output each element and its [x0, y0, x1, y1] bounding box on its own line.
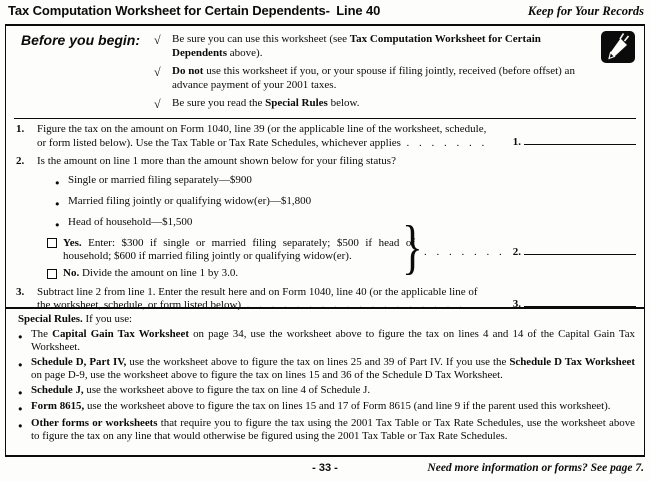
yes-checkbox[interactable] — [47, 238, 57, 248]
checklist-item: √ Do not use this worksheet if you, or y… — [154, 65, 584, 92]
line3-entry-label: 3. — [512, 298, 521, 310]
line3-entry: 3. — [513, 296, 636, 313]
yes-no-block: Yes. Enter: $300 if single or married fi… — [47, 237, 447, 281]
filing-status-text: Married filing jointly or qualifying wid… — [68, 195, 312, 207]
before-you-begin-section: Before you begin: √ Be sure you can use … — [6, 26, 644, 118]
computation-lines-section: 1. Figure the tax on the amount on Form … — [6, 120, 644, 311]
special-rule-item: ● Form 8615, use the worksheet above to … — [18, 400, 635, 415]
special-rules-divider — [6, 307, 644, 309]
filing-status-option: ● Single or married filing separately—$9… — [55, 174, 636, 190]
special-rule-text: Form 8615, use the worksheet above to fi… — [31, 400, 611, 413]
special-rule-text: Schedule D, Part IV, use the worksheet a… — [31, 355, 635, 381]
line3-entry-field[interactable] — [524, 296, 636, 307]
line2-entry-label: 2. — [512, 246, 521, 258]
bullet-icon: ● — [18, 404, 23, 414]
checklist-item: √ Be sure you can use this worksheet (se… — [154, 33, 584, 60]
bullet-icon: ● — [55, 220, 60, 229]
line1-number: 1. — [16, 123, 25, 135]
bullet-icon: ● — [18, 359, 23, 369]
checkmark-icon: √ — [154, 64, 161, 79]
more-info-note: Need more information or forms? See page… — [427, 462, 644, 474]
line2-question: Is the amount on line 1 more than the am… — [37, 155, 396, 167]
bullet-icon: ● — [55, 199, 60, 208]
special-rule-item: ● Schedule J, use the worksheet above to… — [18, 384, 635, 399]
special-rule-text: Other forms or worksheets that require y… — [31, 416, 635, 443]
page-title: Tax Computation Worksheet for Certain De… — [8, 3, 381, 18]
checklist-item-text: Be sure you can use this worksheet (see … — [172, 33, 541, 59]
checklist-item-text: Do not use this worksheet if you, or you… — [172, 65, 575, 91]
filing-status-option: ● Married filing jointly or qualifying w… — [55, 195, 636, 211]
special-rules-heading: Special Rules. If you use: — [18, 313, 133, 325]
filing-status-option: ● Head of household—$1,500 — [55, 216, 636, 232]
filing-status-text: Single or married filing separately—$900 — [68, 174, 252, 186]
yes-option-row: Yes. Enter: $300 if single or married fi… — [47, 237, 447, 264]
checkmark-icon: √ — [154, 32, 161, 47]
line2-entry: . . . . . . . . 2. — [411, 244, 636, 260]
before-you-begin-label: Before you begin: — [21, 32, 141, 48]
line2-row: 2. Is the amount on line 1 more than the… — [16, 155, 636, 281]
bullet-icon: ● — [18, 331, 23, 341]
leader-dots: . . . . . . . . — [411, 246, 503, 258]
yes-option-text: Yes. Enter: $300 if single or married fi… — [63, 236, 415, 263]
special-rule-item: ● The Capital Gain Tax Worksheet on page… — [18, 328, 635, 354]
filing-status-text: Head of household—$1,500 — [68, 216, 193, 228]
special-rule-text: Schedule J, use the worksheet above to f… — [31, 383, 371, 396]
page-number: - 33 - — [312, 462, 338, 474]
page-footer: - 33 - Need more information or forms? S… — [5, 462, 645, 478]
line3-number: 3. — [16, 285, 25, 298]
leader-dots: . . . . . . . — [406, 136, 486, 149]
worksheet-box: Before you begin: √ Be sure you can use … — [5, 24, 645, 457]
line2-entry-field[interactable] — [524, 244, 636, 255]
special-rule-text: The Capital Gain Tax Worksheet on page 3… — [31, 327, 636, 353]
pencil-icon — [601, 31, 635, 63]
line2-number: 2. — [16, 155, 25, 167]
checkmark-icon: √ — [154, 96, 161, 111]
line1-text: Figure the tax on the amount on Form 104… — [37, 123, 490, 150]
bullet-icon: ● — [18, 420, 23, 430]
checklist-item: √ Be sure you read the Special Rules bel… — [154, 97, 584, 111]
line1-entry: 1. — [513, 134, 636, 151]
line1-row: 1. Figure the tax on the amount on Form … — [16, 123, 636, 150]
section-divider — [14, 118, 636, 119]
before-checklist: √ Be sure you can use this worksheet (se… — [154, 33, 584, 118]
special-rule-item: ● Schedule D, Part IV, use the worksheet… — [18, 356, 635, 382]
line1-text-body: Figure the tax on the amount on Form 104… — [37, 123, 487, 149]
brace-glyph: } — [402, 214, 423, 280]
line1-entry-label: 1. — [512, 135, 521, 148]
line1-entry-field[interactable] — [524, 134, 636, 145]
special-rule-item: ● Other forms or worksheets that require… — [18, 417, 635, 443]
bullet-icon: ● — [55, 178, 60, 187]
keep-for-records-label: Keep for Your Records — [527, 4, 644, 18]
page-header: Tax Computation Worksheet for Certain De… — [8, 4, 644, 19]
no-option-row: No. Divide the amount on line 1 by 3.0. — [47, 267, 447, 281]
special-rules-section: Special Rules. If you use: ● The Capital… — [6, 309, 644, 455]
bullet-icon: ● — [18, 387, 23, 397]
no-checkbox[interactable] — [47, 268, 57, 279]
checklist-item-text: Be sure you read the Special Rules below… — [172, 97, 360, 109]
line2-question-row: 2. Is the amount on line 1 more than the… — [16, 155, 636, 169]
no-option-text: No. Divide the amount on line 1 by 3.0. — [63, 267, 239, 279]
